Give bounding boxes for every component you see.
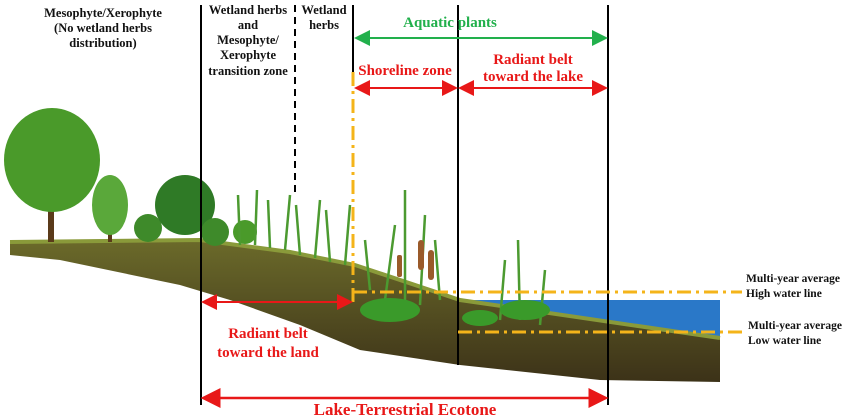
trees-icon — [4, 108, 257, 246]
aquatic-plants-label: Aquatic plants — [403, 15, 497, 31]
wetland-plants-icon — [236, 189, 547, 326]
shoreline-zone-label: Shoreline zone — [358, 63, 452, 79]
ecotone-label: Lake-Terrestrial Ecotone — [314, 400, 497, 419]
cattail-icon — [397, 240, 434, 280]
aquatic-leaves-icon — [360, 298, 550, 326]
